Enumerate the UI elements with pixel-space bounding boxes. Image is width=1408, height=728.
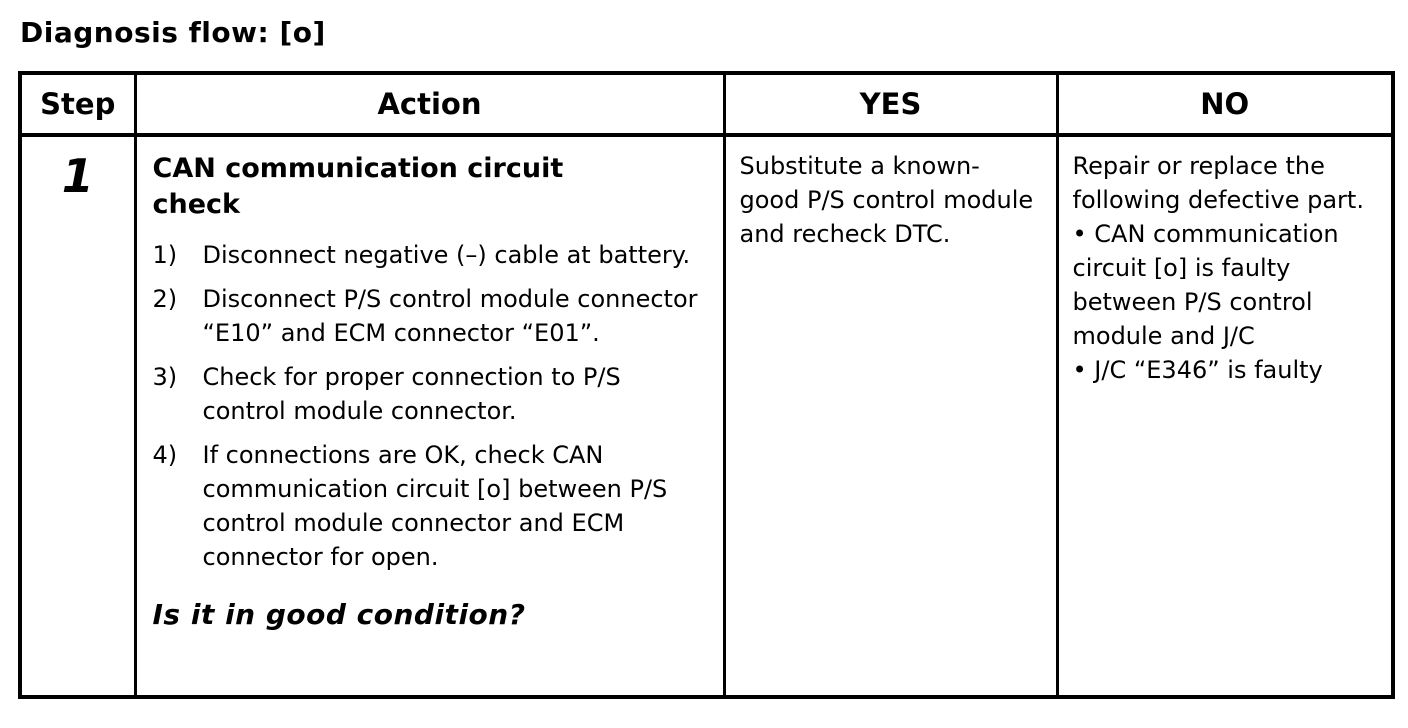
table-row: 1 CAN communication circuit check 1) Dis… [18, 133, 1395, 699]
table-header-row: Step Action YES NO [18, 71, 1395, 137]
action-step-1: 1) Disconnect negative (–) cable at batt… [153, 238, 709, 272]
action-step-3-text: Check for proper connection to P/S contr… [202, 362, 621, 425]
no-bullet-2: • J/C “E346” is faulty [1072, 356, 1323, 384]
action-step-1-text: Disconnect negative (–) cable at battery… [202, 240, 691, 269]
col-header-no: NO [1055, 71, 1395, 137]
action-step-4-number: 4) [152, 440, 178, 469]
action-question: Is it in good condition? [152, 597, 526, 631]
action-heading: CAN communication circuit check [152, 153, 564, 221]
yes-instruction-text: Substitute a known-good P/S control modu… [739, 152, 1034, 248]
action-step-1-number: 1) [152, 240, 178, 269]
action-step-2-number: 2) [152, 284, 178, 313]
action-step-3-number: 3) [152, 362, 178, 391]
action-step-2-text: Disconnect P/S control module connector … [202, 284, 698, 347]
no-instruction-text: Repair or replace the following defectiv… [1072, 152, 1364, 214]
no-cell: Repair or replace the following defectiv… [1055, 133, 1395, 699]
page-title: Diagnosis flow: [o] [20, 16, 326, 49]
diagnosis-table: Step Action YES NO 1 CAN communication c… [18, 71, 1395, 699]
action-step-4: 4) If connections are OK, check CAN comm… [153, 438, 709, 574]
action-step-2: 2) Disconnect P/S control module connect… [153, 282, 709, 350]
col-header-step: Step [18, 71, 137, 137]
yes-cell: Substitute a known-good P/S control modu… [722, 133, 1059, 699]
document-page: Diagnosis flow: [o] Step Action YES NO 1… [18, 16, 1395, 699]
step-number-cell: 1 [18, 133, 137, 699]
action-step-3: 3) Check for proper connection to P/S co… [153, 360, 709, 428]
col-header-yes: YES [722, 71, 1059, 137]
action-cell: CAN communication circuit check 1) Disco… [133, 133, 726, 699]
no-bullet-1: • CAN communication circuit [o] is fault… [1072, 220, 1339, 350]
col-header-action: Action [133, 71, 726, 137]
action-step-4-text: If connections are OK, check CAN communi… [202, 440, 668, 571]
